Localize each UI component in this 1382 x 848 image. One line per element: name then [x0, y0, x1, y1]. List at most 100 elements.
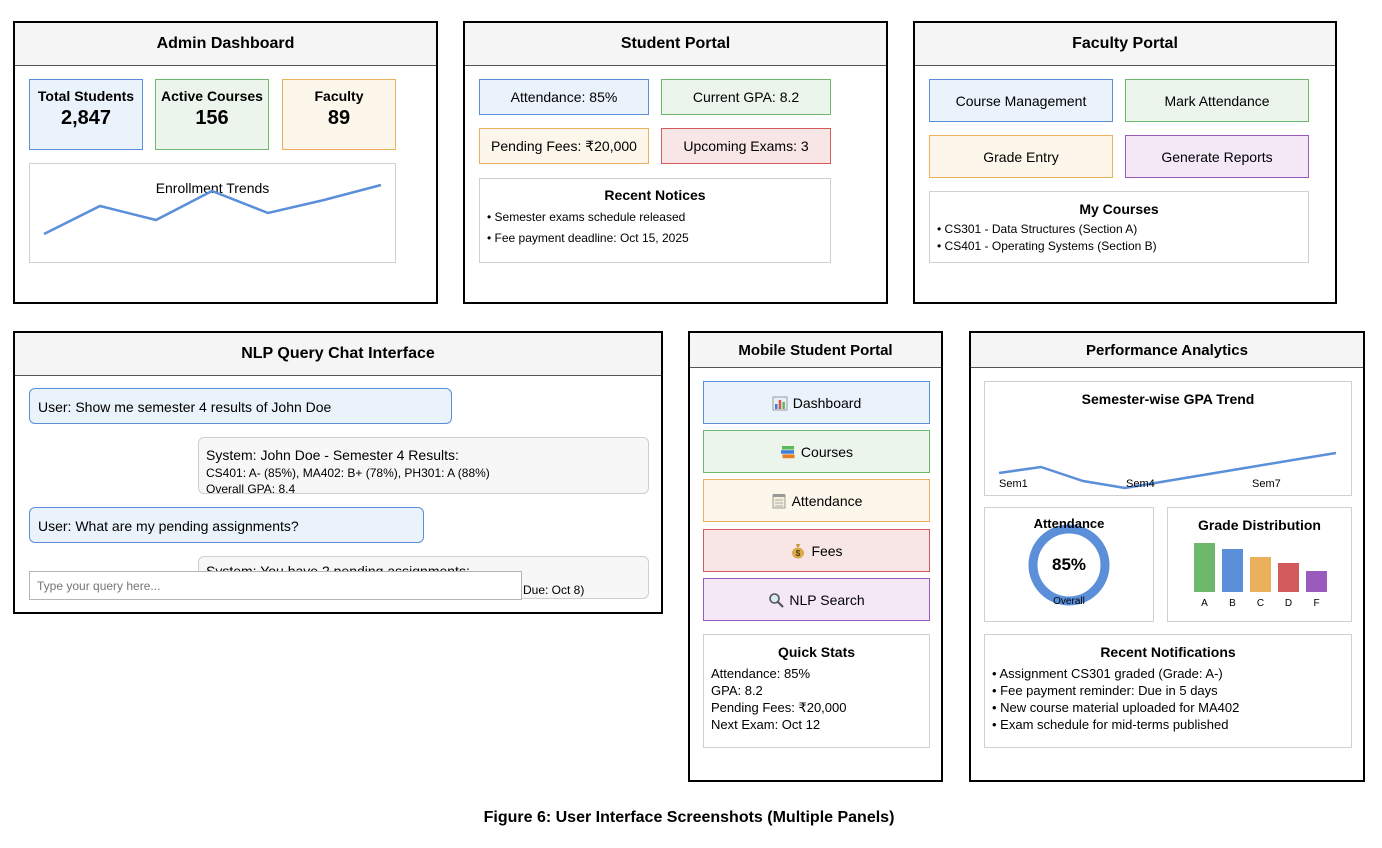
attendance-donut-svg — [1028, 524, 1110, 606]
my-courses-title: My Courses — [1079, 201, 1159, 217]
stat-value: 89 — [327, 107, 351, 129]
chart-title: Semester-wise GPA Trend — [1081, 391, 1255, 407]
system-message: System: John Doe - Semester 4 Results: C… — [198, 437, 649, 494]
mobile-portal-panel: Mobile Student Portal Dashboard Courses … — [688, 331, 943, 782]
grade-tick-label: C — [1257, 598, 1264, 609]
notification-item[interactable]: • Exam schedule for mid-terms published — [992, 717, 1229, 732]
notification-item[interactable]: • Assignment CS301 graded (Grade: A-) — [992, 666, 1223, 681]
menu-nlp-search-button[interactable]: NLP Search — [703, 578, 930, 621]
pending-fees-tile[interactable]: Pending Fees: ₹20,000 — [479, 128, 649, 164]
grade-tick-label: F — [1313, 598, 1319, 609]
grade-tick-label: A — [1201, 598, 1208, 609]
notice-item[interactable]: • Fee payment deadline: Oct 15, 2025 — [487, 231, 689, 245]
stat-value: 2,847 — [60, 107, 112, 129]
grade-entry-button[interactable]: Grade Entry — [929, 135, 1113, 178]
system-message-line: System: John Doe - Semester 4 Results: — [206, 447, 459, 463]
menu-dashboard-button[interactable]: Dashboard — [703, 381, 930, 424]
grade-bar-b — [1222, 549, 1243, 592]
attendance-ring — [1028, 524, 1110, 606]
notepad-icon — [772, 493, 785, 508]
enrollment-line-svg — [43, 183, 382, 236]
system-message-line: CS401: A- (85%), MA402: B+ (78%), PH301:… — [206, 466, 490, 480]
notice-item[interactable]: • Semester exams schedule released — [487, 210, 686, 224]
user-message-text: User: Show me semester 4 results of John… — [38, 399, 332, 415]
x-tick-label: Sem4 — [1126, 478, 1155, 490]
quick-stats-box: Quick Stats Attendance: 85% GPA: 8.2 Pen… — [703, 634, 930, 748]
attendance-caption: Overall — [1053, 596, 1085, 607]
grade-bar-a — [1194, 543, 1215, 592]
upcoming-exams-tile[interactable]: Upcoming Exams: 3 — [661, 128, 831, 164]
student-portal-title: Student Portal — [465, 23, 886, 66]
gpa-tile[interactable]: Current GPA: 8.2 — [661, 79, 831, 115]
grade-distribution-chart: Grade Distribution A B C D F — [1167, 507, 1352, 622]
stat-value: 156 — [195, 107, 229, 129]
mark-attendance-button[interactable]: Mark Attendance — [1125, 79, 1309, 122]
grade-bar-f — [1306, 571, 1327, 592]
chat-panel: NLP Query Chat Interface User: Show me s… — [13, 331, 663, 614]
books-icon — [780, 445, 795, 458]
notification-item[interactable]: • Fee payment reminder: Due in 5 days — [992, 683, 1218, 698]
menu-attendance-button[interactable]: Attendance — [703, 479, 930, 522]
attendance-tile[interactable]: Attendance: 85% — [479, 79, 649, 115]
bar-chart-icon — [772, 396, 788, 410]
grade-tick-label: D — [1285, 598, 1292, 609]
total-students-card[interactable]: Total Students 2,847 — [29, 79, 143, 150]
my-courses-box: My Courses • CS301 - Data Structures (Se… — [929, 191, 1309, 263]
course-management-button[interactable]: Course Management — [929, 79, 1113, 122]
chart-title: Enrollment Trends — [155, 180, 270, 196]
gpa-line-svg — [998, 451, 1337, 490]
menu-label: Courses — [800, 443, 854, 460]
recent-notices-box: Recent Notices • Semester exams schedule… — [479, 178, 831, 263]
x-tick-label: Sem1 — [999, 478, 1028, 490]
menu-label: Attendance — [791, 492, 863, 509]
recent-notices-title: Recent Notices — [604, 187, 706, 203]
query-input[interactable] — [29, 571, 522, 600]
money-bag-icon: $ — [792, 543, 805, 558]
quick-stat-item: GPA: 8.2 — [711, 683, 763, 698]
analytics-title: Performance Analytics — [971, 333, 1363, 368]
system-message-tail: Due: Oct 8) — [523, 583, 585, 597]
student-portal-panel: Student Portal Attendance: 85% Current G… — [463, 21, 888, 304]
quick-stats-title: Quick Stats — [777, 644, 856, 660]
analytics-panel: Performance Analytics Semester-wise GPA … — [969, 331, 1365, 782]
gpa-trend-chart: Semester-wise GPA Trend Sem1 Sem4 Sem7 — [984, 381, 1352, 496]
quick-stat-item: Attendance: 85% — [711, 666, 811, 681]
admin-dashboard-title: Admin Dashboard — [15, 23, 436, 66]
stat-label: Faculty — [314, 88, 364, 104]
user-message: User: What are my pending assignments? — [29, 507, 424, 543]
chat-title: NLP Query Chat Interface — [15, 333, 661, 376]
mobile-portal-title: Mobile Student Portal — [690, 333, 941, 368]
menu-label: NLP Search — [789, 591, 865, 608]
stat-label: Total Students — [37, 88, 135, 104]
chart-title: Grade Distribution — [1198, 517, 1321, 533]
attendance-value: 85% — [1051, 555, 1087, 574]
grade-tick-label: B — [1229, 598, 1236, 609]
active-courses-card[interactable]: Active Courses 156 — [155, 79, 269, 150]
course-item[interactable]: • CS301 - Data Structures (Section A) — [937, 222, 1138, 236]
magnifier-icon — [769, 592, 785, 608]
notification-item[interactable]: • New course material uploaded for MA402 — [992, 700, 1240, 715]
figure-caption: Figure 6: User Interface Screenshots (Mu… — [483, 809, 895, 826]
user-message-text: User: What are my pending assignments? — [38, 518, 299, 534]
faculty-card[interactable]: Faculty 89 — [282, 79, 396, 150]
attendance-donut-box: Attendance 85% Overall — [984, 507, 1154, 622]
recent-notifications-box: Recent Notifications • Assignment CS301 … — [984, 634, 1352, 748]
enrollment-line — [43, 183, 382, 236]
admin-dashboard-panel: Admin Dashboard Total Students 2,847 Act… — [13, 21, 438, 304]
menu-courses-button[interactable]: Courses — [703, 430, 930, 473]
menu-fees-button[interactable]: $ Fees — [703, 529, 930, 572]
grade-bar-d — [1278, 563, 1299, 592]
course-item[interactable]: • CS401 - Operating Systems (Section B) — [937, 239, 1157, 253]
x-tick-label: Sem7 — [1252, 478, 1281, 490]
system-message-line: Overall GPA: 8.4 — [206, 482, 296, 494]
faculty-portal-panel: Faculty Portal Course Management Mark At… — [913, 21, 1337, 304]
quick-stat-item: Next Exam: Oct 12 — [711, 717, 821, 732]
gpa-trend-line — [998, 451, 1337, 490]
svg-text:$: $ — [796, 549, 801, 558]
faculty-portal-title: Faculty Portal — [915, 23, 1335, 66]
quick-stat-item: Pending Fees: ₹20,000 — [711, 700, 847, 715]
generate-reports-button[interactable]: Generate Reports — [1125, 135, 1309, 178]
attendance-title: Attendance — [1033, 516, 1105, 531]
user-message: User: Show me semester 4 results of John… — [29, 388, 452, 424]
